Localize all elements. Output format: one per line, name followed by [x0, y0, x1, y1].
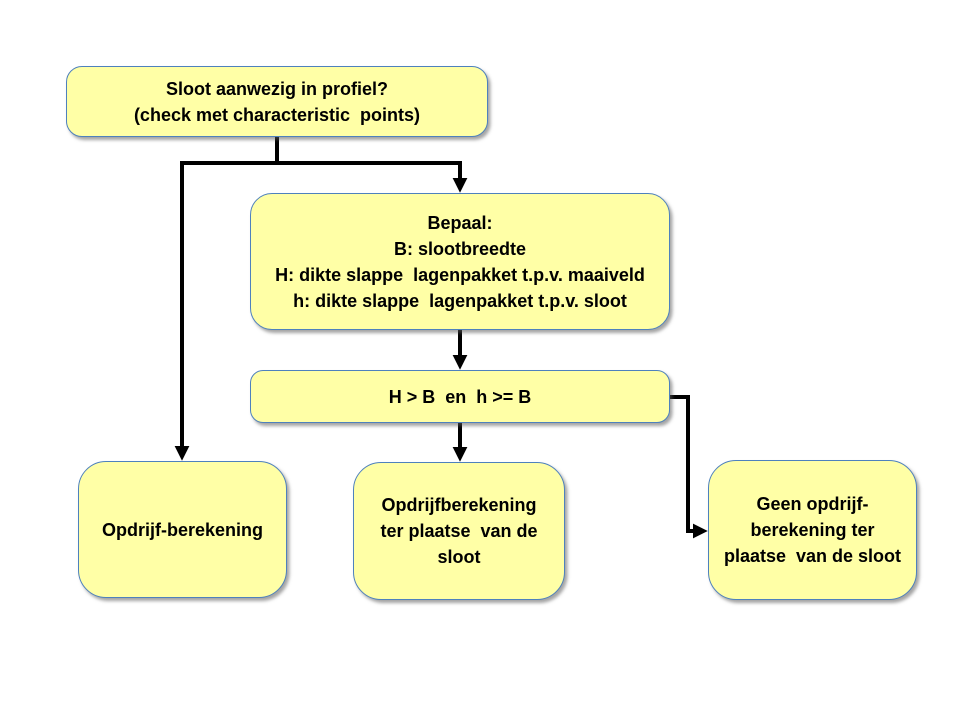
node-geen-opdrijfberekening: Geen opdrijf- berekening ter plaatse van…: [708, 460, 917, 600]
node-opdrijf-berekening: Opdrijf-berekening: [78, 461, 287, 598]
node-text-line: plaatse van de sloot: [723, 546, 902, 566]
node-bepaal: Bepaal: B: slootbreedte H: dikte slappe …: [250, 193, 670, 330]
node-text-line: H: dikte slappe lagenpakket t.p.v. maaiv…: [275, 264, 645, 285]
node-text-line: sloot: [437, 547, 481, 567]
node-text-line: Opdrijf-berekening: [101, 519, 263, 540]
connector-condition-to-geen-opdrijf: [670, 395, 708, 539]
node-text-line: Bepaal:: [427, 212, 493, 233]
node-text-line: (check met characteristic points): [133, 104, 421, 125]
node-text-line: H > B en h >= B: [388, 386, 532, 407]
node-text-line: B: slootbreedte: [393, 238, 526, 259]
node-opdrijfberekening-sloot: Opdrijfberekening ter plaatse van de slo…: [353, 462, 565, 600]
node-text-line: Sloot aanwezig in profiel?: [165, 78, 388, 99]
node-text-line: Opdrijfberekening: [381, 495, 537, 515]
node-text-line: Geen opdrijf-: [756, 494, 869, 514]
connector-question-to-bepaal: [277, 161, 468, 193]
node-text-line: ter plaatse van de: [380, 521, 538, 541]
node-text-line: h: dikte slappe lagenpakket t.p.v. sloot: [293, 290, 627, 311]
node-question: Sloot aanwezig in profiel? (check met ch…: [66, 66, 488, 137]
node-condition: H > B en h >= B: [250, 370, 670, 423]
node-text-line: berekening ter: [750, 520, 875, 540]
